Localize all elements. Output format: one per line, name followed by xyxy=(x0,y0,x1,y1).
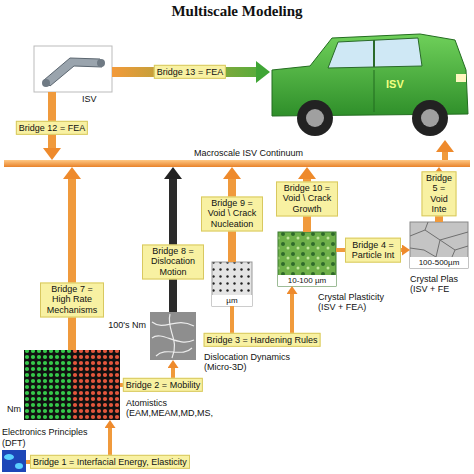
continuum-band: Macroscale ISV Continuum xyxy=(4,160,470,167)
node-text: Electronics Principles (DFT) xyxy=(2,427,98,448)
component-picture xyxy=(34,46,112,92)
bridge-label: Bridge 12 = FEA xyxy=(16,121,88,135)
polycrystal-picture xyxy=(410,222,468,268)
scale-panel: 100's Nm xyxy=(150,312,196,360)
bridge-label: Bridge 4 = Particle Int xyxy=(345,238,401,263)
bridge-label: Bridge 8 = Dislocation Motion xyxy=(142,244,204,279)
scale-panel: Nm xyxy=(24,350,120,420)
microstructure-picture xyxy=(278,232,336,286)
bridge-label: Bridge 7 = High Rate Mechanisms xyxy=(40,282,104,317)
scale-label: Crystal Plas (ISV + FE xyxy=(410,274,470,295)
scale-label: Atomistics (EAM,MEAM,MD,MS, xyxy=(126,398,230,419)
scale-panel: µm xyxy=(212,262,252,306)
bridge-label: Bridge 3 = Hardening Rules xyxy=(204,333,321,347)
dislocation-dynamics-picture xyxy=(212,262,252,306)
bridge-connector xyxy=(442,152,448,160)
diagram-title: Multiscale Modeling xyxy=(0,3,474,20)
bridge-label: Bridge 9 = Void \ Crack Nucleation xyxy=(201,196,263,231)
bridge-connector xyxy=(68,179,76,350)
electron-density-picture xyxy=(2,450,26,472)
bridge-label: Bridge 1 = Interfacial Energy, Elasticit… xyxy=(30,455,190,469)
node-text: Nm xyxy=(7,404,21,414)
scale-panel: 100-500µm xyxy=(410,222,468,268)
scale-label: Crystal Plasticity (ISV + FEA) xyxy=(318,292,402,313)
node-text: ISV xyxy=(82,94,97,104)
node-text: Macroscale ISV Continuum xyxy=(194,148,303,158)
vehicle: ISV xyxy=(270,26,470,140)
bridge-label: Bridge 2 = Mobility xyxy=(123,378,203,392)
node-text: µm xyxy=(212,295,252,306)
atomistics-picture xyxy=(24,350,120,420)
bridge-label: Bridge 10 = Void \ Crack Growth xyxy=(276,181,338,216)
scale-label: Dislocation Dynamics (Micro-3D) xyxy=(204,352,292,373)
scale-panel: Electronics Principles (DFT) xyxy=(2,450,26,472)
node-text: 10-100 µm xyxy=(278,275,336,286)
bridge-label: Bridge 5 = Void Inte xyxy=(422,171,457,216)
bridge-label: Bridge 13 = FEA xyxy=(154,65,226,79)
node-text: ISV xyxy=(386,78,404,91)
continuum-bar xyxy=(4,160,470,167)
node-text: 100-500µm xyxy=(410,257,468,268)
dislocation-picture xyxy=(150,312,196,360)
scale-panel: 10-100 µm xyxy=(278,232,336,286)
node-text: 100's Nm xyxy=(108,320,146,330)
car-picture xyxy=(272,34,468,136)
component-panel: ISV xyxy=(34,46,112,92)
